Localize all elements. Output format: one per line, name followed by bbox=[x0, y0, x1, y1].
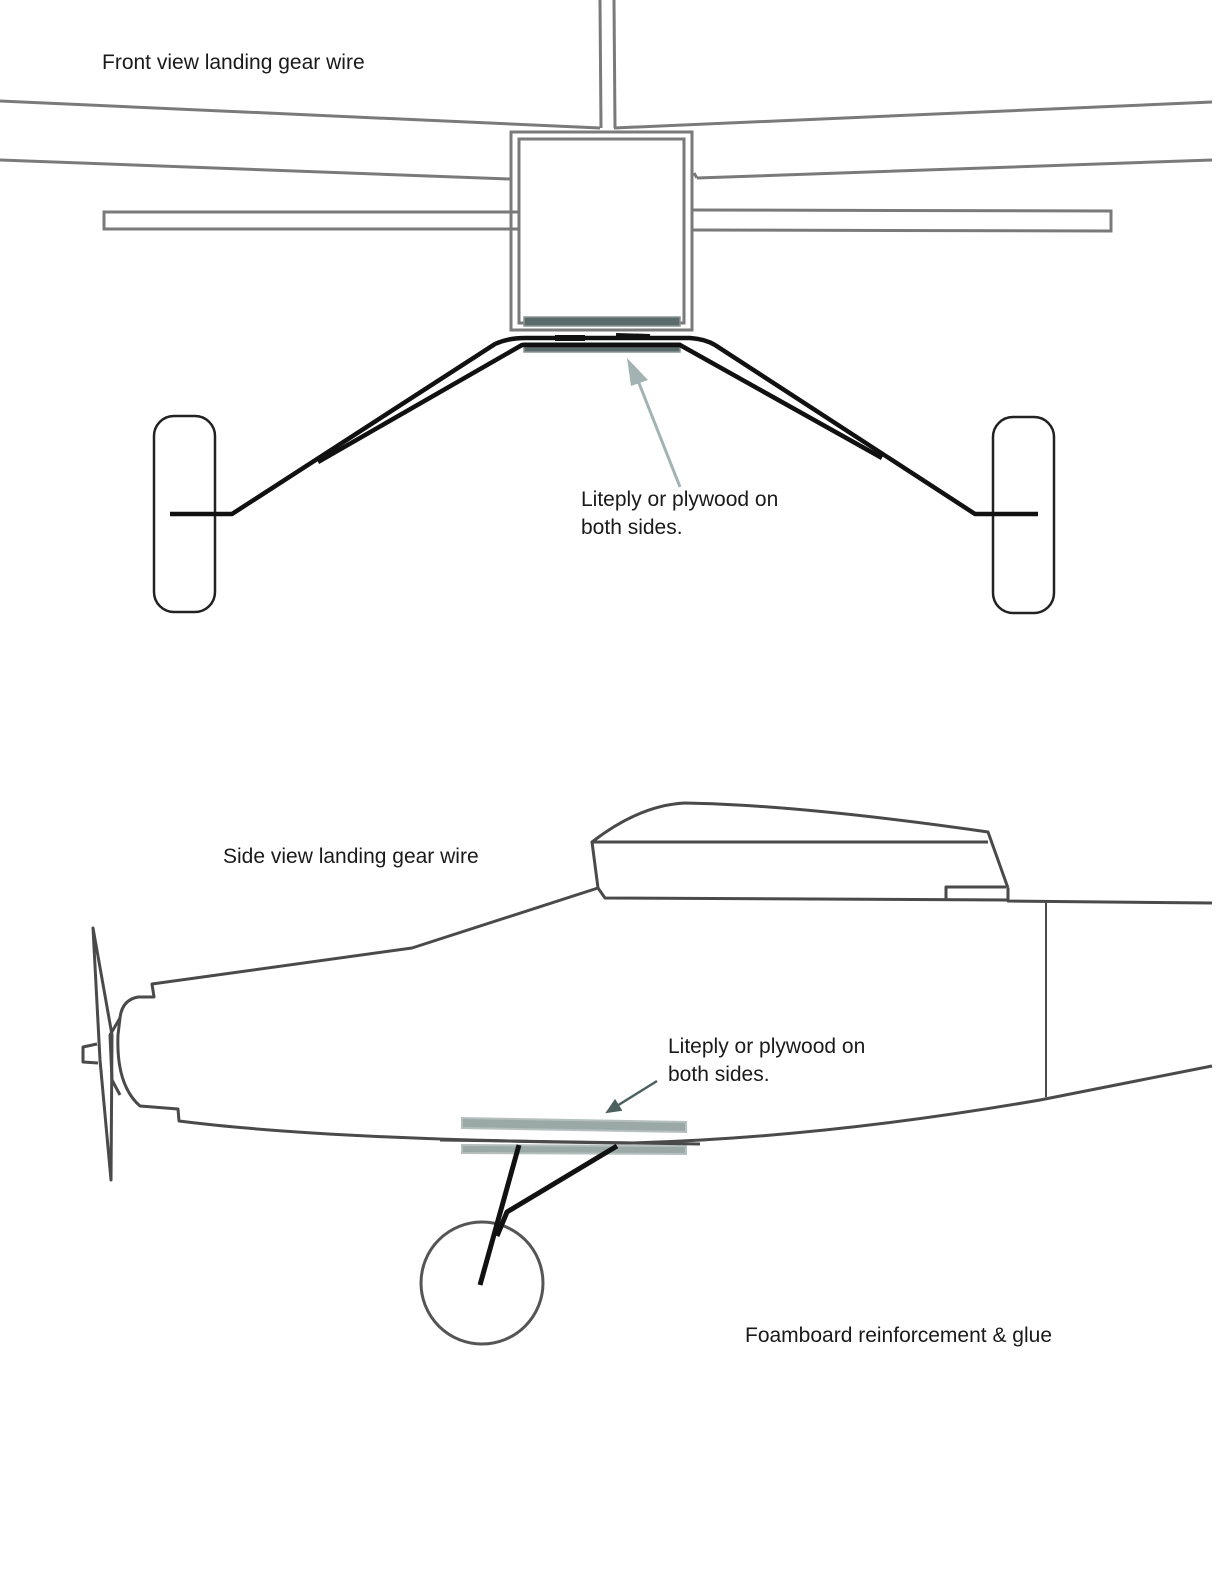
fuselage-top bbox=[116, 886, 1213, 1036]
front-view-title: Front view landing gear wire bbox=[102, 51, 365, 74]
landing-gear-wire-front bbox=[170, 333, 1038, 517]
wing-top-edge bbox=[0, 99, 1213, 130]
side-annotation-line2: both sides. bbox=[668, 1063, 770, 1086]
front-view bbox=[0, 0, 1213, 615]
plywood-plates-side bbox=[461, 1116, 687, 1156]
propeller bbox=[91, 926, 114, 1182]
side-wheel bbox=[419, 1220, 545, 1346]
propeller-hub bbox=[81, 1042, 99, 1065]
side-annotation-line1: Liteply or plywood on bbox=[668, 1035, 866, 1058]
arrow-front bbox=[630, 363, 682, 488]
fuselage-bottom-over-plate bbox=[439, 1138, 701, 1146]
fuselage-inner bbox=[517, 137, 686, 325]
foamboard-note: Foamboard reinforcement & glue bbox=[745, 1324, 1052, 1347]
canopy bbox=[590, 801, 1010, 889]
arrow-side bbox=[605, 1079, 658, 1114]
landing-gear-wire-side bbox=[477, 1143, 619, 1286]
arrow-front-head bbox=[627, 358, 648, 386]
fuselage-outer bbox=[509, 130, 694, 332]
side-view bbox=[81, 801, 1213, 1346]
canopy-step bbox=[944, 885, 1006, 900]
vertical-fin bbox=[598, 0, 617, 129]
front-annotation-line2: both sides. bbox=[581, 516, 683, 539]
side-view-title: Side view landing gear wire bbox=[223, 845, 479, 868]
front-annotation-line1: Liteply or plywood on bbox=[581, 488, 779, 511]
wing-bottom-edge bbox=[0, 158, 1213, 181]
stabilizer-right bbox=[691, 208, 1113, 233]
stabilizer-left bbox=[102, 210, 520, 231]
plywood-plate-inner bbox=[523, 316, 681, 327]
